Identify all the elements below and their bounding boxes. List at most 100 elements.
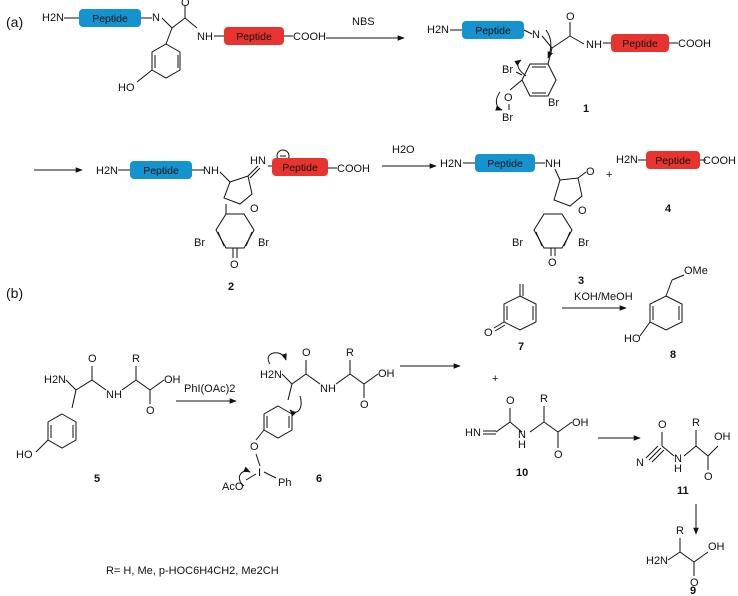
- water-label: H2O: [392, 144, 415, 156]
- oh-label: OH: [164, 374, 181, 386]
- h2n-label: H2N: [42, 12, 64, 24]
- o-label: O: [504, 92, 513, 104]
- compound-number: 7: [518, 341, 524, 353]
- peptide-box-red: [272, 158, 328, 176]
- n-label: N: [518, 429, 526, 441]
- h2n-label: H2N: [646, 555, 668, 567]
- oh-label: OH: [708, 541, 725, 553]
- compound-number: 4: [665, 203, 672, 215]
- compound-9: H2N R OH O 9: [646, 525, 725, 596]
- peptide-box-blue: [79, 9, 141, 27]
- compound-number: 5: [94, 473, 100, 485]
- h2n-label: H2N: [44, 374, 66, 386]
- n-label: N: [152, 12, 160, 24]
- o-label: O: [566, 11, 575, 23]
- h2n-label: H2N: [260, 369, 282, 381]
- o-label: O: [181, 0, 190, 9]
- nh-label: NH: [586, 39, 602, 51]
- compound-number: 3: [578, 275, 584, 287]
- peptide-box-blue: [462, 21, 524, 39]
- peptide-box-red: [646, 151, 700, 169]
- peptide-label: Peptide: [236, 31, 272, 43]
- o-label: O: [586, 166, 595, 178]
- o-label: O: [302, 347, 311, 359]
- cooh-label: COOH: [703, 155, 736, 167]
- compound-number: 1: [583, 103, 589, 115]
- nh-label: NH: [197, 31, 213, 43]
- o-label: O: [360, 399, 369, 411]
- compound-6: H2N O NH R OH O O I Ph AcO 6: [222, 347, 395, 493]
- o-label: O: [146, 405, 155, 417]
- r-label: R: [676, 525, 684, 537]
- plus-sign: +: [492, 373, 498, 385]
- cooh-label: COOH: [293, 31, 326, 43]
- r-label: R: [132, 353, 140, 365]
- compound-4: H2N Peptide COOH 4: [616, 151, 736, 215]
- br-label: Br: [548, 97, 559, 109]
- compound-number: 6: [316, 473, 322, 485]
- compound-5: H2N O NH R OH O HO 5: [16, 353, 181, 485]
- starting-peptide: H2N Peptide N O NH Peptide COOH HO: [42, 0, 326, 94]
- n-label: N: [532, 29, 540, 41]
- n-label: N: [674, 453, 682, 465]
- peptide-label: Peptide: [92, 13, 128, 25]
- peptide-label: Peptide: [655, 155, 691, 167]
- o-label: O: [250, 441, 259, 453]
- peptide-label: Peptide: [282, 162, 318, 174]
- compound-11: N O N H R OH O 11: [636, 417, 731, 497]
- ph-label: Ph: [278, 477, 291, 489]
- o-label: O: [690, 577, 699, 589]
- ho-label: HO: [118, 82, 135, 94]
- compound-2: H2N Peptide NH HN Peptide COOH O Br Br O…: [96, 149, 370, 293]
- cooh-label: COOH: [678, 38, 711, 50]
- nh-label: NH: [320, 383, 336, 395]
- peptide-box-red: [224, 27, 284, 45]
- pifa-label: PhI(OAc)2: [184, 383, 235, 395]
- h2n-label: H2N: [616, 154, 638, 166]
- peptide-box-red: [611, 34, 669, 52]
- compound-3: H2N Peptide NH O O Br Br O 3: [440, 154, 595, 287]
- o-label: O: [704, 471, 713, 483]
- h2n-label: H2N: [96, 165, 118, 177]
- oh-label: OH: [572, 417, 589, 429]
- br-label: Br: [578, 237, 589, 249]
- h2n-label: H2N: [440, 158, 462, 170]
- r-group-footnote: R= H, Me, p-HOC6H4CH2, Me2CH: [106, 565, 279, 577]
- h-label: H: [518, 439, 526, 451]
- compound-8: OMe HO 8: [624, 265, 708, 361]
- o-label: O: [250, 203, 259, 215]
- ome-label: OMe: [684, 265, 708, 277]
- compound-number: 8: [670, 349, 676, 361]
- oh-label: OH: [714, 431, 731, 443]
- compound-1: H2N Peptide N O NH Peptide COOH Br Br O …: [427, 11, 711, 124]
- br-label: Br: [194, 237, 205, 249]
- h2n-label: H2N: [427, 24, 449, 36]
- br-label: Br: [502, 112, 513, 124]
- compound-number: 9: [690, 585, 696, 596]
- compound-number: 2: [228, 281, 234, 293]
- compound-number: 11: [677, 485, 689, 497]
- plus-sign: +: [606, 169, 612, 181]
- r-label: R: [346, 347, 354, 359]
- panel-label-a: (a): [6, 14, 23, 30]
- peptide-label: Peptide: [475, 25, 511, 37]
- ho-label: HO: [624, 333, 641, 345]
- h-label: H: [674, 463, 682, 475]
- r-label: R: [692, 417, 700, 429]
- compound-10: HN O H N R OH O 10: [465, 393, 589, 479]
- hn-label: HN: [465, 427, 481, 439]
- peptide-box-blue: [130, 161, 192, 179]
- o-label: O: [230, 259, 239, 271]
- o-label: O: [658, 419, 667, 431]
- br-label: Br: [258, 237, 269, 249]
- peptide-label: Peptide: [622, 38, 658, 50]
- koh-label: KOH/MeOH: [574, 291, 633, 303]
- o-label: O: [506, 395, 515, 407]
- aco-label: AcO: [222, 481, 244, 493]
- o-label: O: [578, 205, 587, 217]
- compound-number: 10: [516, 467, 528, 479]
- oh-label: OH: [378, 368, 395, 380]
- o-label: O: [554, 449, 563, 461]
- panel-label-b: (b): [6, 285, 23, 301]
- o-label: O: [88, 353, 97, 365]
